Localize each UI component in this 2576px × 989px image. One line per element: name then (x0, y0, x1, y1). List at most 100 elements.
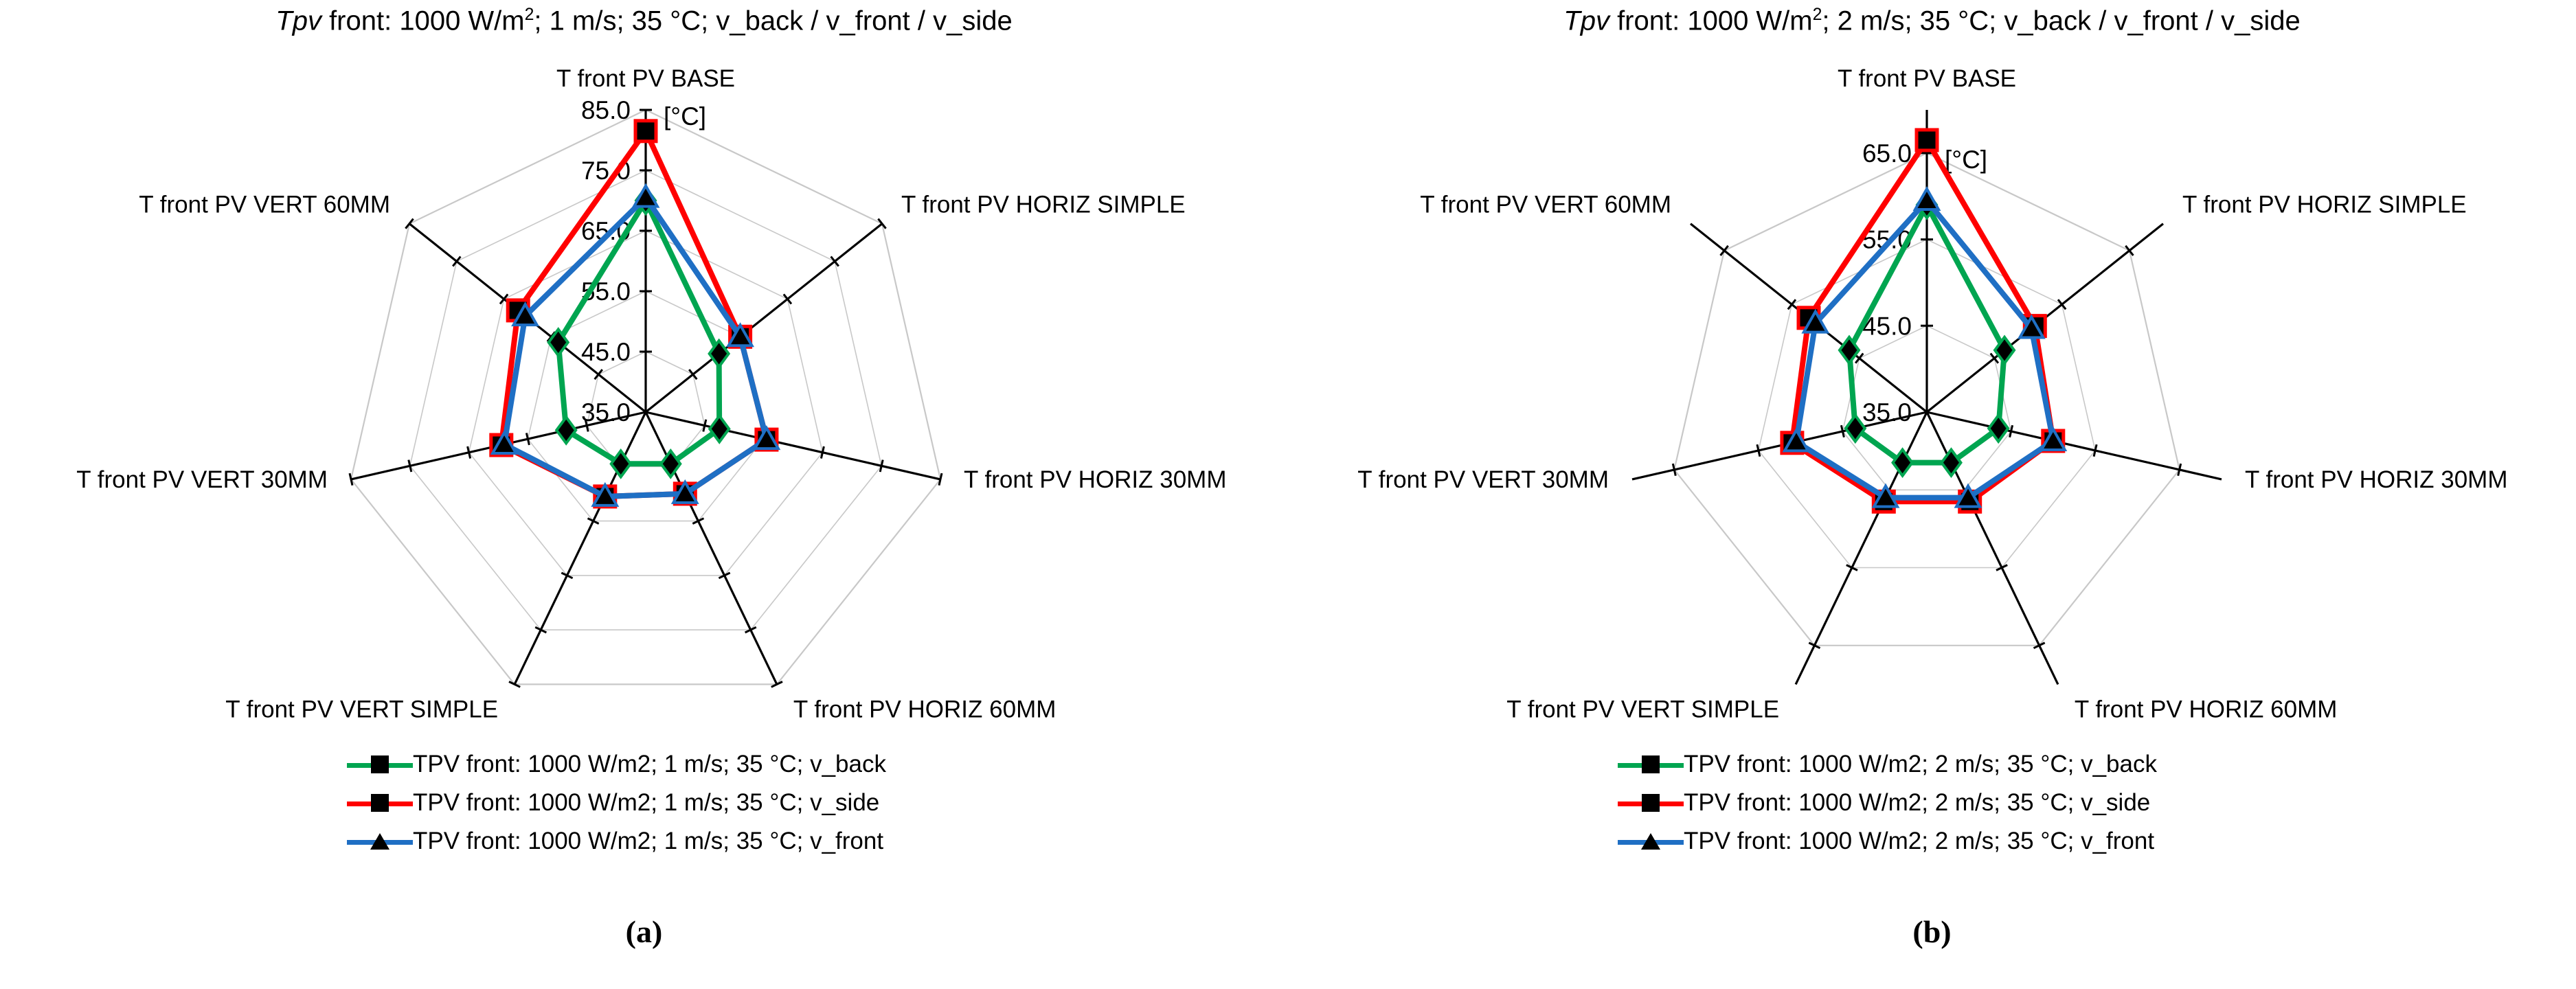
series-marker (2039, 426, 2068, 451)
unit-label: [°C] (1945, 146, 1987, 174)
axis-tick (688, 369, 698, 380)
series-marker (1801, 308, 1830, 334)
axis-tick (2177, 463, 2182, 477)
radar-svg-a: 35.045.055.065.075.085.0[°C]T front PV B… (76, 65, 1226, 723)
legend-label-v-front-b: TPV front: 1000 W/m2; 2 m/s; 35 °C; v_fr… (1684, 828, 2155, 854)
axis-tick (782, 293, 793, 305)
grid-ring (468, 230, 824, 576)
title-italic-a: Tpv (275, 5, 321, 36)
legend-label-v-side-b: TPV front: 1000 W/m2; 2 m/s; 35 °C; v_si… (1684, 789, 2151, 816)
axis-tick (2092, 444, 2098, 457)
axis-tick (587, 517, 600, 525)
panel-b: Tpv front: 1000 W/m2; 2 m/s; 35 °C; v_ba… (1288, 0, 2576, 989)
axis-spoke (644, 411, 778, 685)
series-marker (609, 448, 633, 479)
legend-item[interactable]: TPV front: 1000 W/m2; 1 m/s; 35 °C; v_si… (0, 784, 1288, 822)
category-label: T front PV HORIZ 60MM (793, 696, 1057, 723)
axis-tick (820, 446, 825, 459)
axis-tick (1719, 245, 1729, 256)
axis-tick (405, 218, 414, 229)
axis-tick (2125, 245, 2134, 256)
series-marker (547, 327, 570, 358)
axis-tick (584, 419, 589, 432)
unit-label: [°C] (664, 102, 706, 130)
title-sup-b: 2 (1812, 5, 1822, 24)
legend-label-v-back-a: TPV front: 1000 W/m2; 1 m/s; 35 °C; v_ba… (413, 751, 886, 777)
series-marker (1914, 128, 1939, 152)
axis-tick (879, 459, 884, 473)
series-marker (1939, 447, 1963, 478)
series-line (501, 194, 769, 499)
axis-spoke (645, 223, 883, 413)
title-italic-b: Tpv (1563, 5, 1609, 36)
axis-tick (407, 459, 413, 473)
radar-gridlines (1673, 152, 2180, 646)
legend-item[interactable]: TPV front: 1000 W/m2; 2 m/s; 35 °C; v_si… (1288, 784, 2576, 822)
series-marker (708, 413, 731, 444)
subcaption-a: (a) (625, 914, 663, 949)
legend-item[interactable]: TPV front: 1000 W/m2; 2 m/s; 35 °C; v_fr… (1288, 822, 2576, 861)
radar-series (489, 119, 781, 509)
category-label: T front PV HORIZ 60MM (2075, 696, 2338, 723)
legend-key-v-front-a (347, 831, 413, 852)
series-marker (670, 479, 699, 504)
axis-spoke (513, 411, 647, 685)
radial-tick-label: 65.0 (1862, 139, 1912, 168)
series-marker (490, 429, 519, 455)
category-label: T front PV HORIZ 30MM (964, 466, 1227, 493)
series-marker (752, 425, 781, 451)
grid-ring (350, 109, 942, 685)
axis-tick (452, 255, 462, 267)
axis-tick (1671, 463, 1677, 477)
subcaption-b: (b) (1912, 914, 1952, 949)
legend-a: TPV front: 1000 W/m2; 1 m/s; 35 °C; v_ba… (0, 745, 1288, 861)
axis-tick (1989, 352, 2000, 364)
title-rest-b: front: 1000 W/m (1609, 5, 1813, 36)
series-marker (631, 183, 660, 208)
radial-tick-label: 35.0 (581, 398, 631, 427)
category-label: T front PV VERT SIMPLE (1506, 696, 1779, 723)
axis-tick (2033, 641, 2046, 650)
series-marker (1844, 413, 1867, 444)
grid-ring (1842, 325, 2012, 491)
series-marker (633, 119, 658, 144)
series-marker (554, 415, 578, 446)
chart-title-b: Tpv front: 1000 W/m2; 2 m/s; 35 °C; v_ba… (1288, 5, 2576, 36)
legend-label-v-back-b: TPV front: 1000 W/m2; 2 m/s; 35 °C; v_ba… (1684, 751, 2157, 777)
category-label: T front PV HORIZ 30MM (2245, 466, 2508, 493)
legend-item[interactable]: TPV front: 1000 W/m2; 1 m/s; 35 °C; v_ba… (0, 745, 1288, 784)
axis-tick (744, 626, 757, 634)
category-label: T front PV VERT SIMPLE (225, 696, 498, 723)
radial-tick-label: 45.0 (1862, 312, 1912, 340)
axis-tick (830, 255, 839, 267)
title-sup-a: 2 (524, 5, 534, 24)
series-marker (1954, 483, 1982, 508)
legend-item[interactable]: TPV front: 1000 W/m2; 2 m/s; 35 °C; v_ba… (1288, 745, 2576, 784)
legend-key-v-back-b (1618, 754, 1684, 775)
title-rest-a: front: 1000 W/m (321, 5, 525, 36)
axis-tick (1808, 641, 1821, 650)
axis-spoke (1926, 411, 2222, 481)
grid-ring (1673, 152, 2180, 646)
axis-tick (1996, 564, 2008, 571)
series-marker (1993, 334, 2016, 366)
axis-tick (525, 433, 530, 446)
axis-tick (348, 473, 354, 486)
category-label: T front PV VERT 30MM (76, 466, 328, 493)
series-marker (708, 338, 731, 370)
series-marker (1912, 185, 1941, 211)
axis-tick (692, 517, 705, 525)
axis-tick (499, 293, 509, 305)
category-label: T front PV VERT 30MM (1357, 466, 1609, 493)
axis-tick (1846, 564, 1858, 571)
axis-tick (1756, 444, 1761, 457)
series-line (1794, 198, 2056, 501)
series-marker (511, 302, 539, 327)
panel-a: Tpv front: 1000 W/m2; 1 m/s; 35 °C; v_ba… (0, 5, 1288, 949)
legend-item[interactable]: TPV front: 1000 W/m2; 1 m/s; 35 °C; v_fr… (0, 822, 1288, 861)
series-marker (1782, 427, 1811, 453)
radial-tick-label: 35.0 (1862, 398, 1912, 427)
